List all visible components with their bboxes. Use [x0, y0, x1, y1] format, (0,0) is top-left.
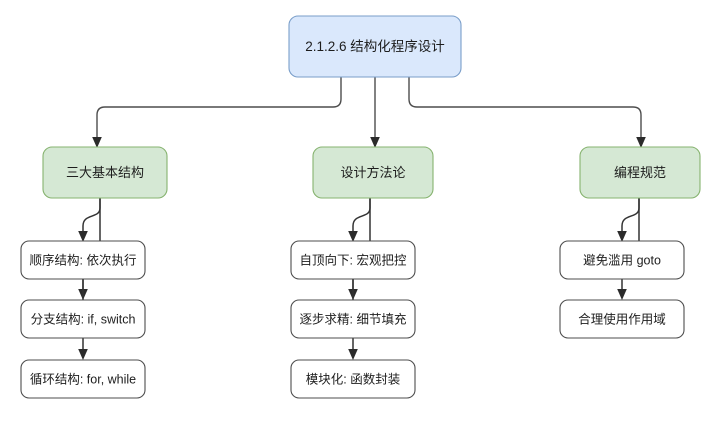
- node-leaf-1-1-label: 顺序结构: 依次执行: [30, 252, 137, 267]
- node-leaf-stepwise-refinement[interactable]: 逐步求精: 细节填充: [290, 299, 416, 339]
- node-leaf-1-1-shape: [20, 240, 146, 280]
- node-leaf-3-2-label: 合理使用作用域: [578, 311, 666, 326]
- edge-root-to-branch2: [370, 77, 380, 148]
- node-root-shape: [288, 15, 462, 78]
- node-leaf-3-2-shape: [559, 299, 685, 339]
- node-leaf-3-1-label: 避免滥用 goto: [583, 252, 661, 267]
- node-leaf-2-3-shape: [290, 359, 416, 399]
- node-leaf-1-3-label: 循环结构: for, while: [30, 371, 136, 386]
- node-root[interactable]: 2.1.2.6 结构化程序设计: [288, 15, 462, 78]
- node-leaf-modularization[interactable]: 模块化: 函数封装: [290, 359, 416, 399]
- node-leaf-1-2-shape: [20, 299, 146, 339]
- node-leaf-proper-scope[interactable]: 合理使用作用域: [559, 299, 685, 339]
- node-leaf-2-1-label: 自顶向下: 宏观把控: [300, 252, 407, 267]
- edge-root-to-branch3: [408, 77, 646, 148]
- edge-root-to-branch1: [92, 77, 342, 148]
- node-root-label: 2.1.2.6 结构化程序设计: [305, 39, 445, 54]
- node-branch1-shape: [42, 146, 168, 199]
- node-leaf-avoid-goto[interactable]: 避免滥用 goto: [559, 240, 685, 280]
- node-leaf-2-1-shape: [290, 240, 416, 280]
- node-branch-coding-standards[interactable]: 编程规范: [579, 146, 701, 199]
- node-branch2-label: 设计方法论: [340, 165, 405, 180]
- node-leaf-3-1-shape: [559, 240, 685, 280]
- node-leaf-2-3-label: 模块化: 函数封装: [306, 371, 400, 386]
- node-branch3-shape: [579, 146, 701, 199]
- node-branch2-shape: [312, 146, 434, 199]
- node-leaf-sequence-structure[interactable]: 顺序结构: 依次执行: [20, 240, 146, 280]
- node-leaf-2-2-label: 逐步求精: 细节填充: [300, 311, 407, 326]
- node-leaf-1-2-label: 分支结构: if, switch: [31, 311, 136, 326]
- edge-branch3-to-leaf31: [617, 198, 640, 242]
- node-branch-design-methodology[interactable]: 设计方法论: [312, 146, 434, 199]
- node-leaf-1-3-shape: [20, 359, 146, 399]
- node-leaf-branch-structure[interactable]: 分支结构: if, switch: [20, 299, 146, 339]
- node-leaf-loop-structure[interactable]: 循环结构: for, while: [20, 359, 146, 399]
- node-branch1-label: 三大基本结构: [66, 165, 144, 180]
- edge-branch2-to-leaf21: [348, 198, 371, 242]
- node-branch-three-structures[interactable]: 三大基本结构: [42, 146, 168, 199]
- edge-branch1-to-leaf11: [78, 198, 101, 242]
- node-leaf-2-2-shape: [290, 299, 416, 339]
- node-branch3-label: 编程规范: [614, 165, 666, 180]
- node-leaf-top-down[interactable]: 自顶向下: 宏观把控: [290, 240, 416, 280]
